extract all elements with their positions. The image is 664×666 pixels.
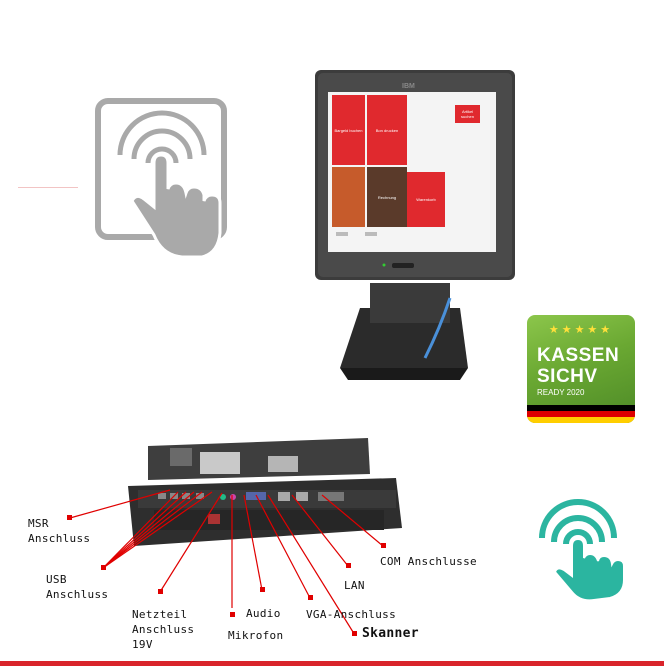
flag-stripe-gold xyxy=(527,417,635,423)
marker-lan xyxy=(346,563,351,568)
badge-line-1: KASSEN xyxy=(537,345,620,366)
label-msr: MSR Anschluss xyxy=(28,517,91,545)
marker-msr xyxy=(67,515,72,520)
label-netzteil: Netzteil Anschluss 19V xyxy=(132,608,195,651)
label-audio: Audio xyxy=(246,607,281,620)
badge-line-2: SICHV xyxy=(537,366,598,387)
marker-mikrofon xyxy=(230,612,235,617)
marker-audio xyxy=(260,587,265,592)
screen-tile xyxy=(336,232,348,236)
screen-tile: Rechnung xyxy=(367,167,407,227)
marker-com xyxy=(381,543,386,548)
marker-usb xyxy=(101,565,106,570)
badge-line-3: READY 2020 xyxy=(537,388,585,397)
label-usb: USB Anschluss xyxy=(46,573,109,601)
label-lan: LAN xyxy=(344,579,365,592)
label-mikrofon: Mikrofon xyxy=(228,629,284,642)
touch-gesture-icon xyxy=(95,98,227,259)
stars-icon: ★★★★★ xyxy=(548,323,614,336)
label-com: COM Anschlusse xyxy=(380,555,477,568)
marker-vga xyxy=(308,595,313,600)
decorative-line xyxy=(18,187,78,188)
flag-stripe-red xyxy=(527,411,635,417)
touch-gesture-icon-teal xyxy=(539,499,625,602)
screen-tile: Bargeld buchen xyxy=(332,95,365,165)
marker-netzteil xyxy=(158,589,163,594)
kassensichv-badge: ★★★★★ KASSEN SICHV READY 2020 xyxy=(527,315,635,423)
screen-tile: Warenkorb xyxy=(407,172,445,227)
bottom-accent-line xyxy=(0,661,664,666)
marker-skanner xyxy=(352,631,357,636)
label-skanner: Skanner xyxy=(362,626,419,641)
screen-tile: Bon drucken xyxy=(367,95,407,165)
monitor-brand: IBM xyxy=(402,83,415,90)
screen-tile: Artikel suchen xyxy=(455,105,480,123)
flag-stripe-black xyxy=(527,405,635,411)
screen-tile xyxy=(365,232,377,236)
label-vga: VGA-Anschluss xyxy=(306,608,396,621)
screen-tile xyxy=(332,167,365,227)
